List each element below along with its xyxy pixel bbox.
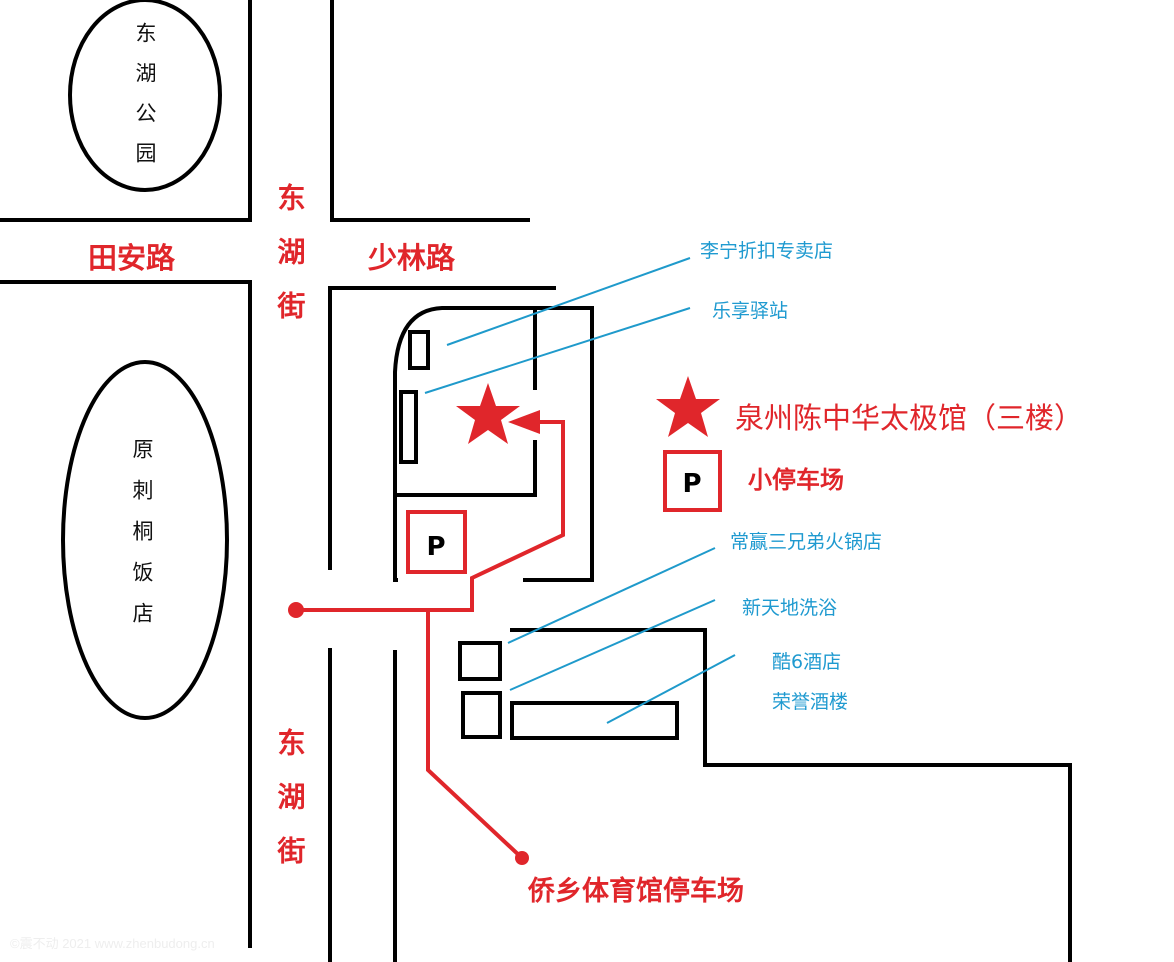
route-end-dot — [515, 851, 529, 865]
parking-symbol: P — [682, 469, 701, 499]
old-restaurant-label: 原刺桐饭店 — [130, 438, 154, 643]
parking-box — [406, 510, 467, 574]
shop-label: 新天地洗浴 — [742, 597, 837, 619]
parking-symbol: P — [426, 532, 445, 562]
star-icon — [656, 376, 720, 437]
road-lines — [0, 0, 556, 962]
shop-label: 常赢三兄弟火锅店 — [730, 531, 882, 553]
shops-building — [458, 628, 1072, 962]
sports-hall-parking-label: 侨乡体育馆停车场 — [527, 875, 744, 907]
walking-route — [288, 410, 565, 865]
shop-label: 酷6酒店 — [772, 651, 841, 673]
park-outline — [68, 0, 222, 192]
watermark: ©震不动 2021 www.zhenbudong.cn — [10, 936, 215, 951]
arrowhead-icon — [508, 410, 540, 434]
road-label-donghu-lower: 东湖街 — [274, 727, 307, 890]
route-start-dot — [288, 602, 304, 618]
parking-box — [663, 450, 722, 512]
destination-label: 泉州陈中华太极馆（三楼） — [735, 401, 1083, 435]
star-icon — [456, 383, 520, 444]
road-label-shaolin: 少林路 — [368, 241, 456, 275]
road-label-donghu-upper: 东湖街 — [274, 182, 307, 345]
shop-leader-lines — [424, 257, 736, 724]
road-label-tianan: 田安路 — [88, 241, 176, 275]
shop-label: 乐享驿站 — [712, 300, 788, 322]
park-label: 东湖公园 — [133, 22, 157, 182]
old-restaurant-outline — [61, 360, 229, 720]
shop-label: 荣誉酒楼 — [772, 691, 848, 713]
small-parking-label: 小停车场 — [748, 466, 844, 494]
shop-label: 李宁折扣专卖店 — [700, 240, 833, 262]
destination-building — [393, 306, 594, 582]
